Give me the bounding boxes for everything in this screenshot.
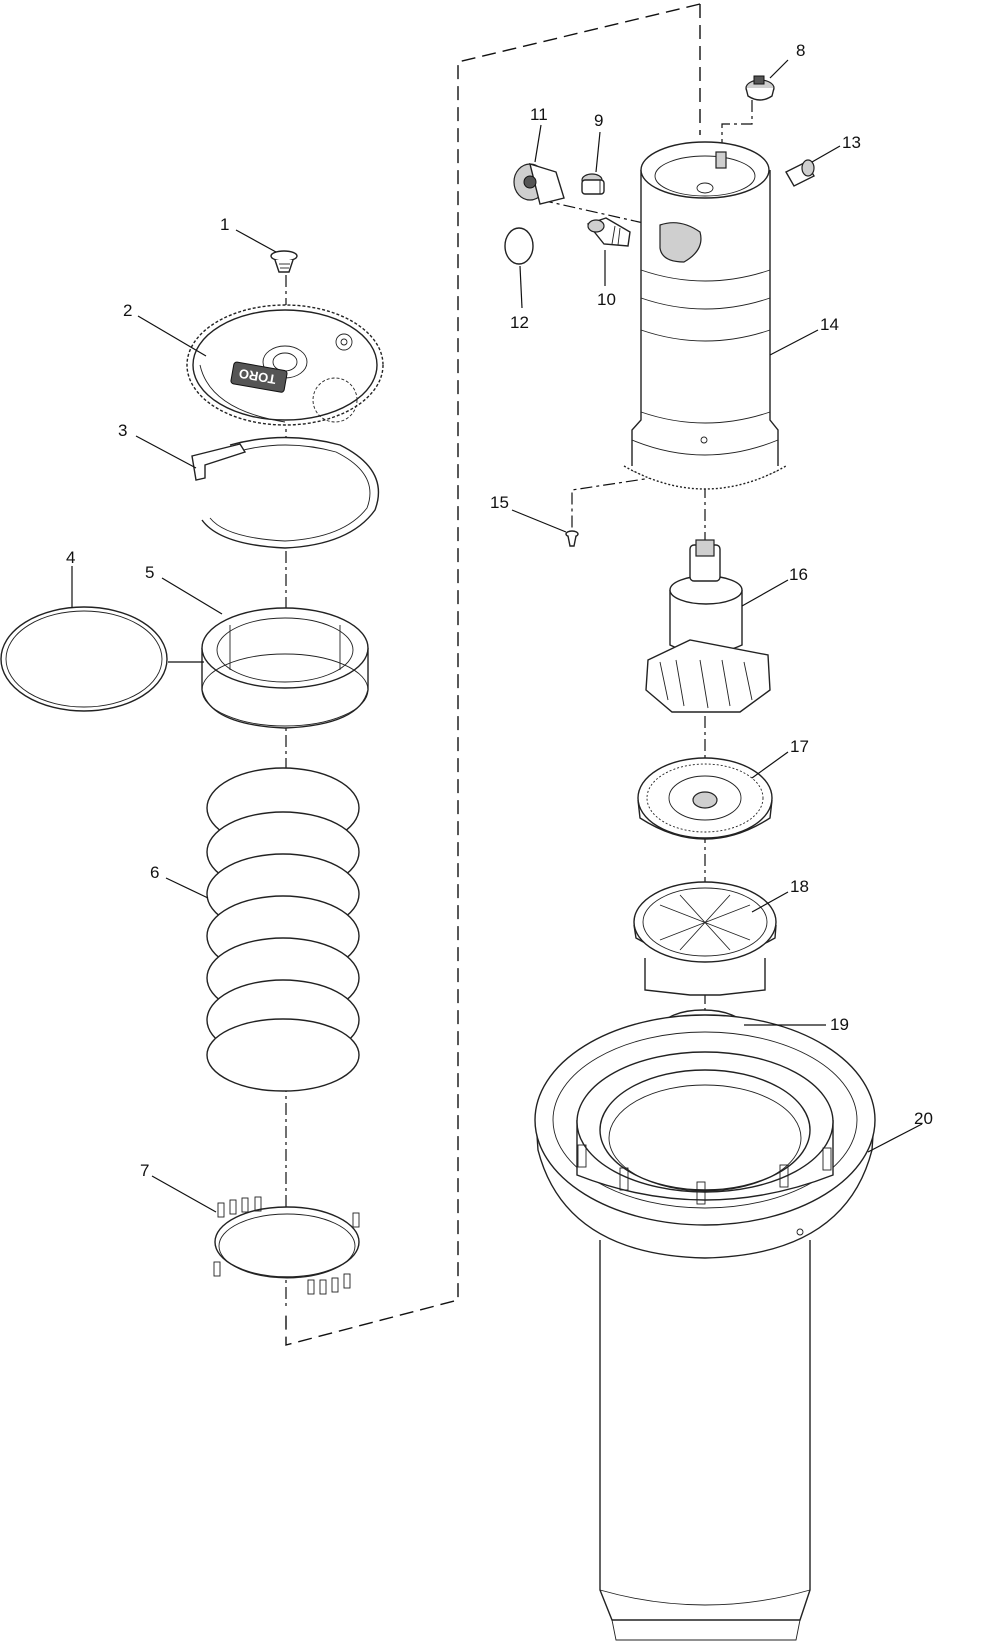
case-body-part-20 [534,1014,876,1641]
label-part-2: 2 [123,301,132,320]
gear-cap-part-2: TORO [186,304,384,426]
label-part-3: 3 [118,421,127,440]
plug-part-13 [785,159,815,187]
label-part-12: 12 [510,313,529,332]
screw-part-1 [270,250,298,273]
retaining-ring-part-7 [213,1196,360,1295]
label-part-14: 14 [820,315,839,334]
snap-ring-part-3 [191,436,380,549]
label-part-15: 15 [490,493,509,512]
label-part-7: 7 [140,1161,149,1180]
label-part-1: 1 [220,215,229,234]
label-part-13: 13 [842,133,861,152]
screw-part-15 [565,530,579,547]
assembly-boundary-line [285,3,701,1346]
toro-logo: TORO [238,366,277,387]
o-ring-part-12 [504,227,534,265]
turret-body-part-14 [623,141,787,490]
label-part-19: 19 [830,1015,849,1034]
nozzle-plug-part-11 [513,162,565,205]
label-part-5: 5 [145,563,154,582]
label-part-6: 6 [150,863,159,882]
leader-lines [71,59,923,1213]
gear-drive-part-16 [645,539,771,713]
plug-part-8 [745,75,775,101]
label-part-8: 8 [796,41,805,60]
label-part-18: 18 [790,877,809,896]
o-ring-part-4 [0,606,168,712]
nozzle-part-10 [586,217,631,247]
label-part-4: 4 [66,548,75,567]
stator-part-17 [637,757,773,840]
nozzle-axis [540,199,649,225]
spring-part-6 [206,767,360,1092]
label-part-9: 9 [594,111,603,130]
nozzle-part-9 [581,173,605,195]
filter-screen-part-18 [633,881,777,996]
label-part-20: 20 [914,1109,933,1128]
label-part-16: 16 [789,565,808,584]
label-part-10: 10 [597,290,616,309]
retainer-ring-part-5 [201,607,369,729]
label-part-11: 11 [530,105,548,124]
label-part-17: 17 [790,737,809,756]
screw-15-axis [571,445,705,530]
plug-8-axis [721,100,753,150]
